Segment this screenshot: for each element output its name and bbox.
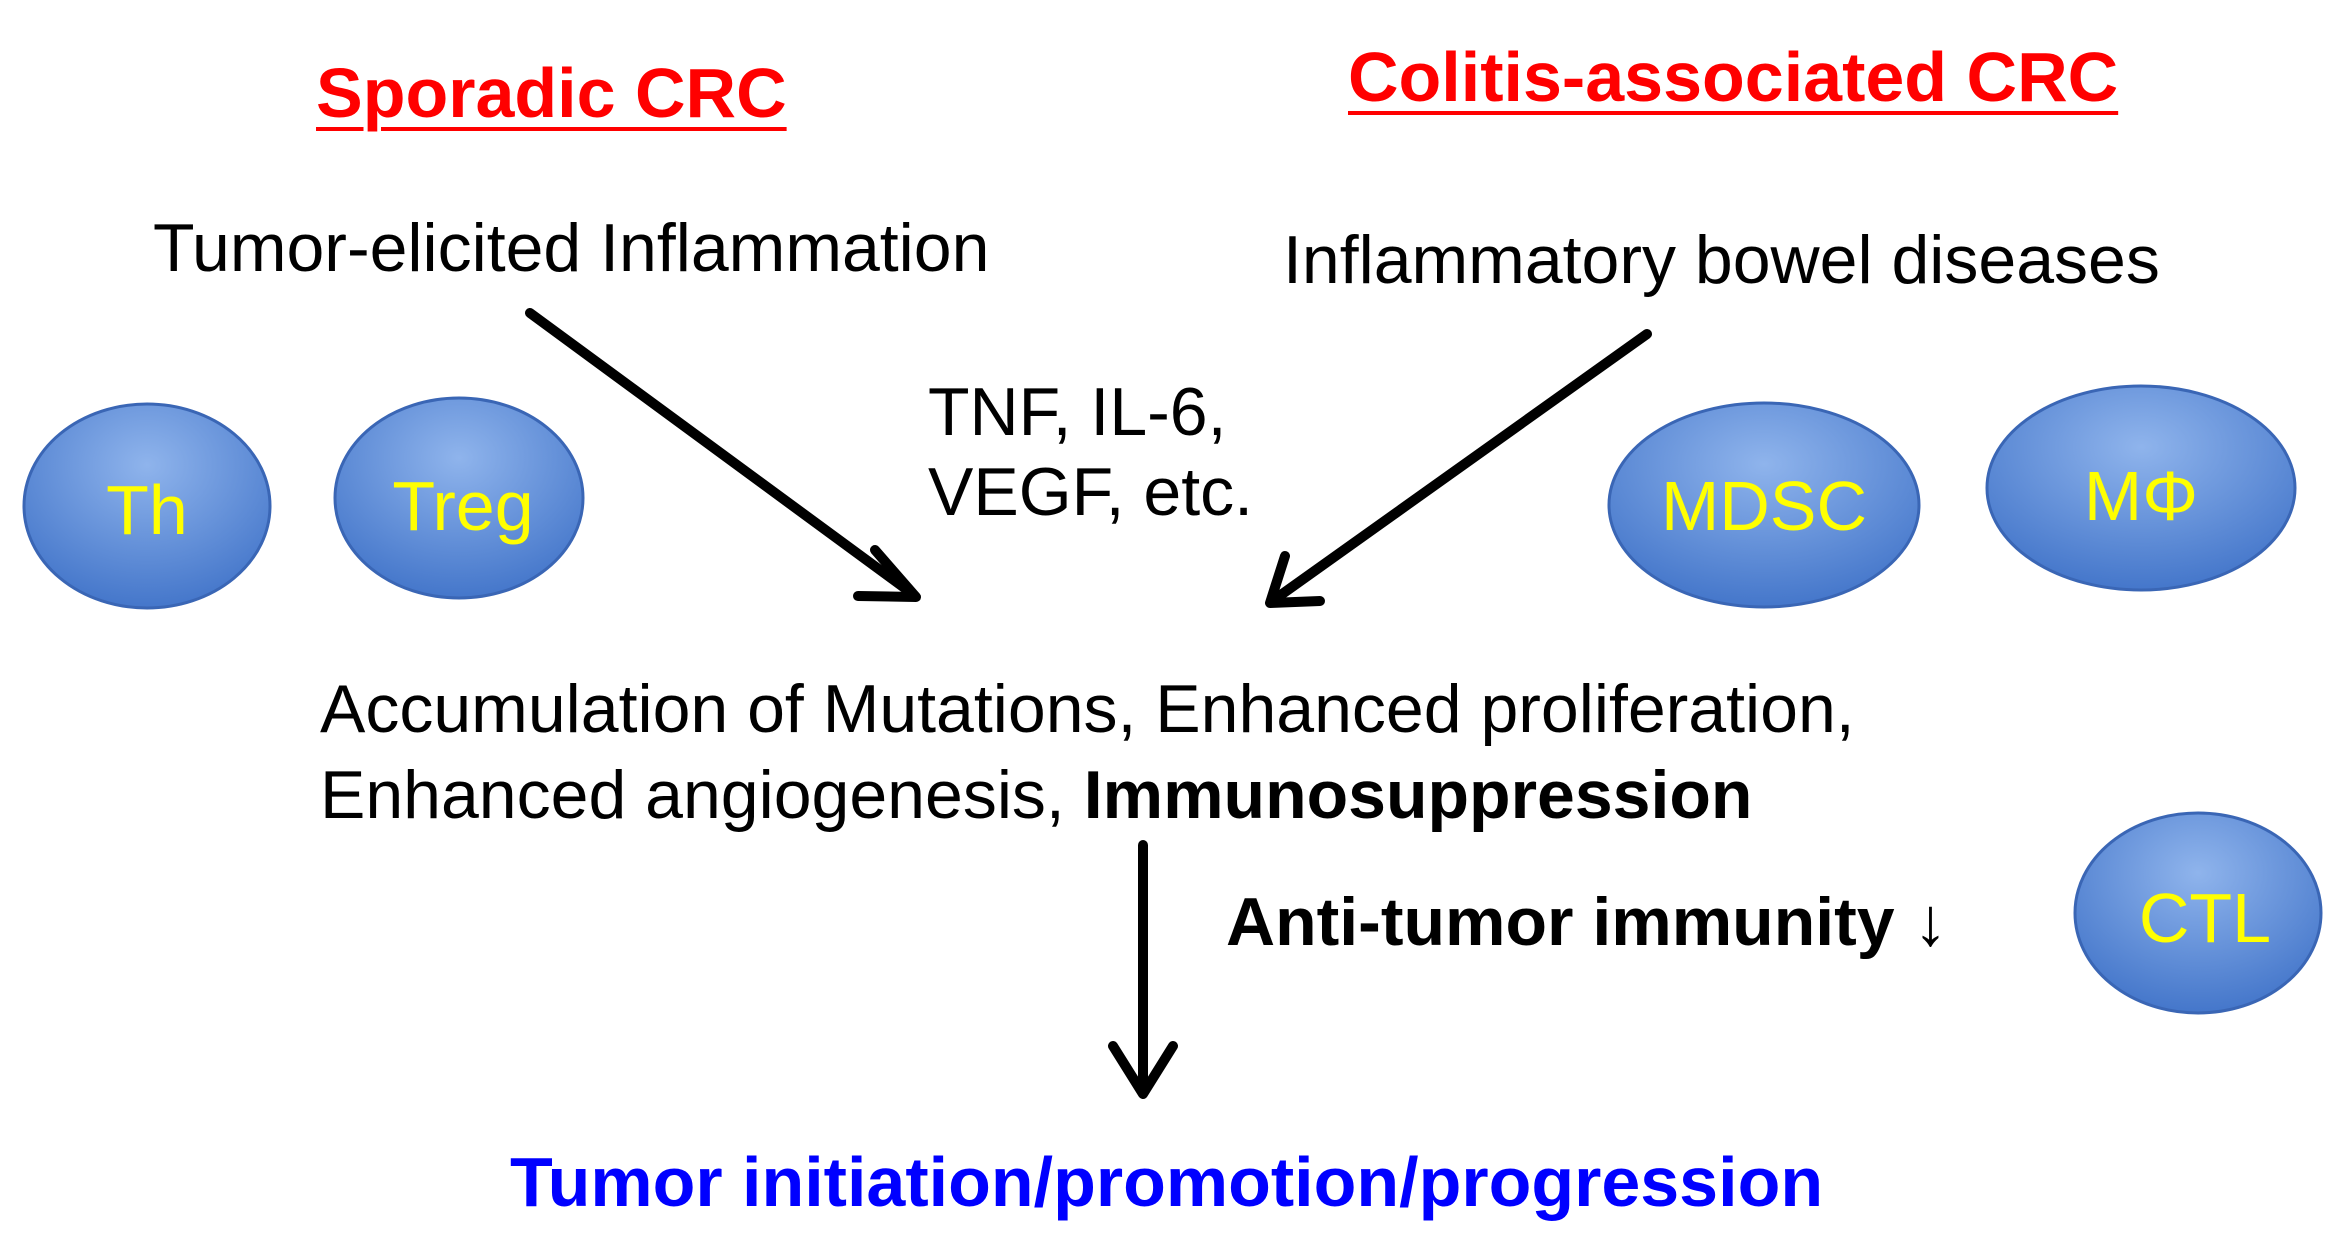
effects-line-1: Accumulation of Mutations, Enhanced prol…	[320, 671, 1855, 747]
tumor-progression-outcome: Tumor initiation/promotion/progression	[510, 1143, 1824, 1221]
anti-tumor-immunity-text: Anti-tumor immunity ↓	[1226, 888, 1948, 956]
cell-th: Th	[22, 402, 272, 610]
cell-ctl-label: CTL	[2139, 879, 2271, 957]
cell-macrophage-label: MΦ	[2084, 457, 2198, 535]
cell-mdsc-label: MDSC	[1661, 467, 1867, 545]
arrow-left-to-center	[525, 308, 921, 602]
effects-text: Accumulation of Mutations, Enhanced prol…	[320, 667, 1855, 838]
arrows	[525, 308, 1652, 1099]
cell-treg: Treg	[333, 396, 585, 600]
effects-line-2-prefix: Enhanced angiogenesis,	[320, 756, 1084, 833]
mediators-line-2: VEGF, etc.	[928, 454, 1253, 531]
immune-cells: Th Treg MDSC MΦ CTL	[22, 384, 2323, 1015]
sporadic-crc-heading: Sporadic CRC	[316, 54, 787, 132]
cell-treg-label: Treg	[392, 467, 533, 545]
arrow-right-to-center	[1265, 329, 1652, 608]
inflammatory-bowel-diseases-text: Inflammatory bowel diseases	[1283, 222, 2160, 298]
tumor-elicited-inflammation-text: Tumor-elicited Inflammation	[153, 210, 990, 286]
cell-ctl: CTL	[2073, 811, 2323, 1015]
immunosuppression-text: Immunosuppression	[1083, 756, 1753, 833]
arrow-down-to-outcome	[1108, 840, 1178, 1099]
colitis-crc-heading: Colitis-associated CRC	[1348, 38, 2119, 116]
cell-th-label: Th	[106, 471, 188, 549]
anti-tumor-immunity-label: Anti-tumor immunity	[1226, 884, 1895, 960]
cell-macrophage: MΦ	[1985, 384, 2297, 592]
cell-mdsc: MDSC	[1607, 401, 1921, 609]
mediators-line-1: TNF, IL-6,	[928, 374, 1227, 450]
mediators-text: TNF, IL-6, VEGF, etc.	[928, 372, 1253, 532]
effects-line-2: Enhanced angiogenesis, Immunosuppression	[320, 753, 1855, 839]
down-arrow-icon: ↓	[1913, 884, 1948, 960]
